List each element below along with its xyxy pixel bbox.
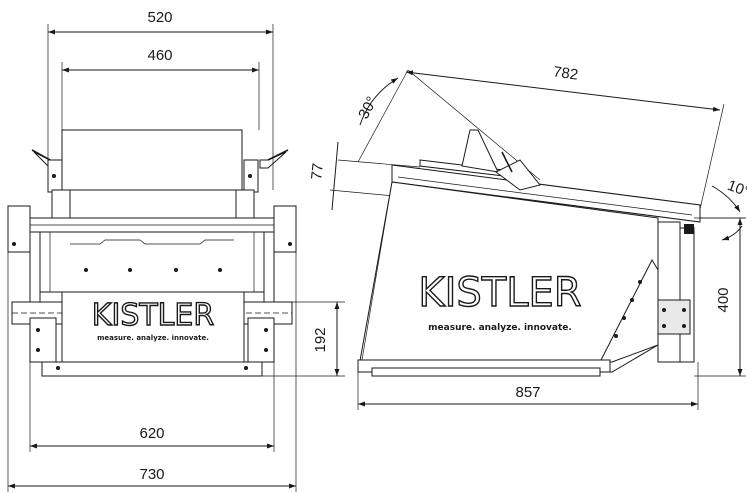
dim-label-192: 192 bbox=[312, 327, 329, 352]
dim-label-857: 857 bbox=[515, 384, 540, 401]
side-body bbox=[357, 181, 659, 373]
dim-label-520: 520 bbox=[147, 9, 172, 26]
dim-label-730: 730 bbox=[139, 466, 164, 483]
angle-label-10: 10° bbox=[725, 177, 747, 201]
dim-label-460: 460 bbox=[147, 47, 172, 64]
side-clamp-block bbox=[657, 299, 691, 335]
side-view: 782 30° 77 10° bbox=[308, 63, 747, 410]
dim-label-620: 620 bbox=[139, 425, 164, 442]
dimension-857: 857 bbox=[357, 362, 699, 410]
dimension-400: 400 bbox=[694, 217, 746, 377]
dimension-192: 192 bbox=[262, 301, 345, 377]
top-plate bbox=[61, 129, 243, 191]
front-base-panel bbox=[61, 291, 245, 363]
front-slogan: measure. analyze. innovate. bbox=[97, 334, 209, 342]
right-foot bbox=[247, 317, 275, 363]
side-floor-rail bbox=[371, 367, 601, 377]
side-top-plate bbox=[391, 164, 701, 223]
dimension-730: 730 bbox=[7, 252, 297, 492]
dimension-77: 77 bbox=[308, 141, 421, 211]
left-handle bbox=[31, 149, 63, 193]
angle-label-30: 30° bbox=[355, 94, 381, 122]
right-pillar bbox=[235, 189, 255, 219]
dim-label-782: 782 bbox=[552, 63, 579, 83]
right-outer-bracket bbox=[273, 205, 297, 253]
inner-frame bbox=[39, 231, 265, 293]
front-logo: KISTLER bbox=[92, 298, 214, 333]
left-pillar bbox=[51, 189, 71, 219]
side-slogan: measure. analyze. innovate. bbox=[428, 323, 572, 333]
side-logo: KISTLER bbox=[418, 270, 581, 316]
side-handle bbox=[461, 129, 541, 191]
dimension-460: 460 bbox=[61, 47, 260, 130]
dimension-782: 782 bbox=[357, 63, 725, 219]
floor-rail bbox=[41, 361, 263, 377]
right-handle bbox=[243, 149, 289, 193]
front-view: 520 460 bbox=[7, 9, 345, 492]
side-right-frame bbox=[657, 221, 681, 363]
dim-label-400: 400 bbox=[715, 287, 732, 312]
dimension-620: 620 bbox=[29, 360, 275, 452]
dim-label-77: 77 bbox=[308, 162, 327, 180]
side-right-post bbox=[679, 227, 695, 363]
left-foot bbox=[29, 317, 57, 363]
side-knob bbox=[684, 224, 694, 234]
left-outer-bracket bbox=[7, 205, 31, 253]
